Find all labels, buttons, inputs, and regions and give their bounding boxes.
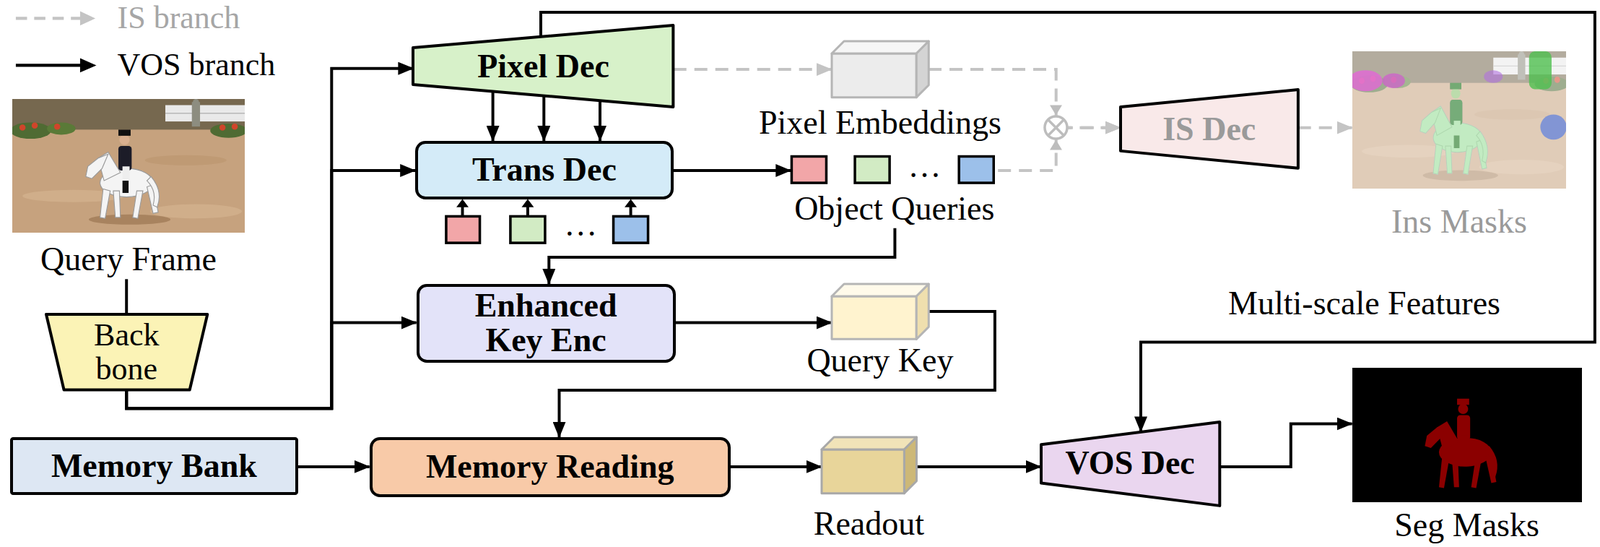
arrow-connector xyxy=(673,168,792,172)
arrow-connector xyxy=(124,278,128,315)
picture-panel xyxy=(1352,51,1567,190)
arrow-connector xyxy=(730,464,822,468)
picture xyxy=(1352,51,1567,190)
query-tokens: Object Queries xyxy=(790,155,998,229)
node-label: Readout xyxy=(813,506,925,541)
arrow-connector xyxy=(1219,423,1353,467)
dashed-arrow xyxy=(1298,126,1353,130)
module-box: Memory Bank xyxy=(10,436,299,496)
arrow-connector xyxy=(542,96,546,141)
node-label: Object Queries xyxy=(794,192,995,229)
arrow-connector xyxy=(916,464,1041,468)
edge-label-holder: Multi-scale Features xyxy=(1225,286,1504,320)
node-label: Memory Reading xyxy=(425,449,675,484)
node-label: Back bone xyxy=(78,318,175,385)
legend-entry: IS branch xyxy=(117,2,241,34)
backbone-trapezoid: Back bone xyxy=(46,314,208,390)
node-label: Memory Bank xyxy=(51,448,258,484)
label-holder: … xyxy=(563,207,598,242)
cube-shape xyxy=(821,436,917,494)
feature-cube: Query Key xyxy=(831,283,929,339)
node-label: Query Key xyxy=(806,343,954,377)
label-holder: Pixel Embeddings xyxy=(758,106,1002,140)
ellipsis-label: … xyxy=(563,205,598,243)
legend-entry: VOS branch xyxy=(117,49,276,81)
cube-shape xyxy=(831,283,929,339)
picture xyxy=(12,98,245,233)
node-label: Ins Masks xyxy=(1391,205,1528,239)
edge-label: Multi-scale Features xyxy=(1228,284,1501,322)
node-label: Trans Dec xyxy=(472,152,617,188)
decoder-trapezoid: IS Dec xyxy=(1120,89,1299,169)
ellipsis-label: … xyxy=(907,147,941,185)
decoder-trapezoid: Pixel Dec xyxy=(412,25,673,107)
node-label: Enhanced Key Enc xyxy=(466,288,626,359)
picture-panel xyxy=(1352,367,1582,503)
dashed-arrow xyxy=(673,67,832,71)
label-holder: Ins Masks xyxy=(1391,205,1528,239)
arrow-connector xyxy=(548,228,895,284)
query-token xyxy=(446,198,649,243)
arrow-connector xyxy=(675,321,832,325)
feature-cube: Pixel Embeddings xyxy=(831,41,929,98)
arrow-connector xyxy=(298,464,370,468)
node-label: IS Dec xyxy=(1162,111,1256,147)
node-label: Query Frame xyxy=(40,242,217,279)
input-frame: Query Frame xyxy=(12,98,245,279)
node-label: VOS Dec xyxy=(1065,445,1195,481)
picture-panel xyxy=(12,98,245,233)
node-label: Seg Masks xyxy=(1394,508,1540,542)
legend-label: VOS branch xyxy=(117,46,276,83)
feature-cube: Readout xyxy=(821,436,917,494)
module-box: Memory Reading xyxy=(369,436,731,497)
mask-image: Ins Masks xyxy=(1352,51,1567,190)
query-token xyxy=(790,155,998,185)
module-box: Enhanced Key Enc xyxy=(416,283,676,363)
label-holder: Query Key xyxy=(806,343,954,377)
label-holder: Readout xyxy=(813,506,925,541)
dashed-arrow xyxy=(997,127,1121,171)
legend-label: IS branch xyxy=(117,0,241,36)
label-holder: … xyxy=(907,149,941,183)
label-holder: Seg Masks xyxy=(1394,508,1540,542)
module-box: Trans Dec xyxy=(415,140,674,200)
picture xyxy=(1352,367,1582,503)
legend-line-sample xyxy=(15,11,96,26)
cube-shape xyxy=(831,41,929,98)
arrow-connector xyxy=(598,101,602,141)
arrow-connector xyxy=(491,91,495,141)
query-token-row xyxy=(790,155,998,185)
node-label: Pixel Embeddings xyxy=(758,106,1002,140)
legend-line-sample xyxy=(15,58,97,73)
node-label: Pixel Dec xyxy=(477,49,610,84)
decoder-trapezoid: VOS Dec xyxy=(1041,421,1220,506)
mask-image: Seg Masks xyxy=(1352,367,1582,503)
